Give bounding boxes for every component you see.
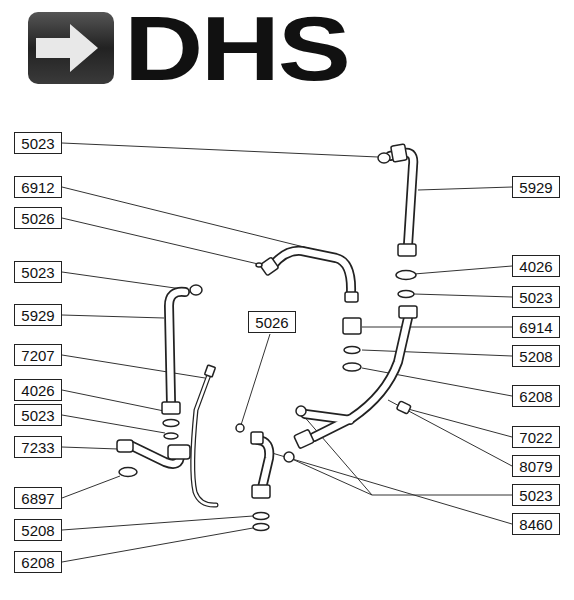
callout-number: 8079 xyxy=(519,459,552,474)
callout-number: 7022 xyxy=(519,430,552,445)
callout-number: 5023 xyxy=(519,488,552,503)
callout-number: 4026 xyxy=(519,259,552,274)
fittings xyxy=(117,144,417,531)
callout-box: 6914 xyxy=(512,316,560,338)
callout-box: 5208 xyxy=(14,519,62,541)
callout-box: 5208 xyxy=(512,345,560,367)
callout-number: 5023 xyxy=(519,290,552,305)
callout-box: 6912 xyxy=(14,176,62,198)
callout-number: 6208 xyxy=(519,389,552,404)
logo-text: DHS xyxy=(124,4,349,94)
callout-box: 7207 xyxy=(14,344,62,366)
callout-box: 5023 xyxy=(14,132,62,154)
callout-box: 5023 xyxy=(512,484,560,506)
leader-lines xyxy=(62,143,512,562)
callout-number: 5023 xyxy=(21,408,54,423)
callout-box: 7022 xyxy=(512,426,560,448)
callout-number: 5208 xyxy=(21,523,54,538)
callout-box: 6897 xyxy=(14,487,62,509)
callout-number: 5026 xyxy=(21,211,54,226)
callout-number: 5929 xyxy=(519,180,552,195)
callout-box: 4026 xyxy=(14,379,62,401)
callout-box: 6208 xyxy=(14,551,62,573)
callout-box: 8460 xyxy=(512,513,560,535)
callout-number: 8460 xyxy=(519,517,552,532)
callout-number: 7233 xyxy=(21,440,54,455)
callout-number: 4026 xyxy=(21,383,54,398)
callout-box: 5023 xyxy=(512,286,560,308)
callout-box: 4026 xyxy=(512,255,560,277)
callout-box: 5026 xyxy=(14,207,62,229)
logo-icon xyxy=(28,12,114,84)
callout-box: 5026 xyxy=(248,311,296,333)
callout-box: 5023 xyxy=(14,261,62,283)
callout-box: 8079 xyxy=(512,455,560,477)
callout-number: 5929 xyxy=(21,308,54,323)
callout-box: 5929 xyxy=(14,304,62,326)
callout-number: 5023 xyxy=(21,136,54,151)
callout-number: 5023 xyxy=(21,265,54,280)
callout-number: 6208 xyxy=(21,555,54,570)
tubes xyxy=(130,153,413,505)
callout-box: 7233 xyxy=(14,436,62,458)
callout-box: 5929 xyxy=(512,176,560,198)
callout-number: 7207 xyxy=(21,348,54,363)
callout-box: 5023 xyxy=(14,404,62,426)
callout-number: 6897 xyxy=(21,491,54,506)
callout-box: 6208 xyxy=(512,385,560,407)
callout-number: 6912 xyxy=(21,180,54,195)
callout-number: 6914 xyxy=(519,320,552,335)
callout-number: 5026 xyxy=(255,315,288,330)
callout-number: 5208 xyxy=(519,349,552,364)
